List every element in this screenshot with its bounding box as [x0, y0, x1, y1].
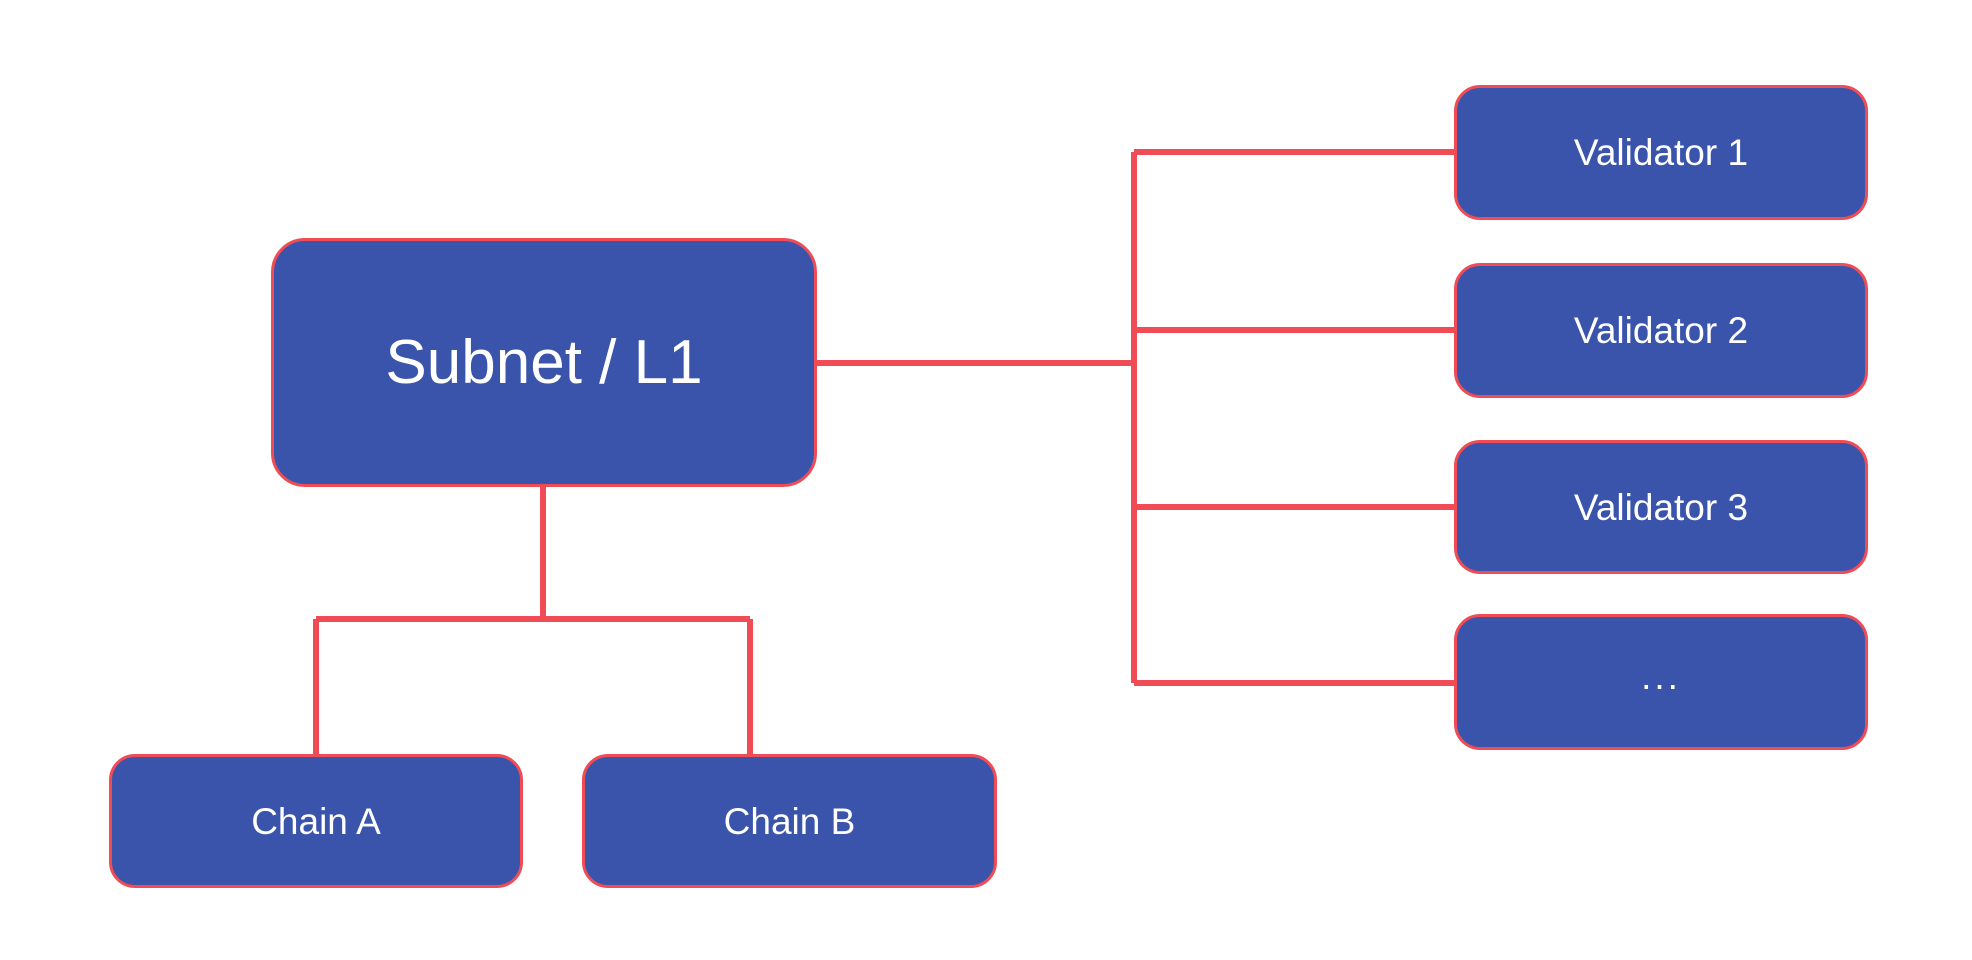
node-validator-1[interactable]: Validator 1 [1454, 85, 1868, 220]
node-validator-overflow[interactable]: ... [1454, 614, 1868, 750]
node-subnet-l1[interactable]: Subnet / L1 [271, 238, 817, 487]
node-validator-1-label: Validator 1 [1573, 132, 1749, 173]
node-chain-a-label: Chain A [251, 800, 381, 842]
node-chain-b[interactable]: Chain B [582, 754, 997, 888]
node-validator-3[interactable]: Validator 3 [1454, 440, 1868, 574]
node-validator-2[interactable]: Validator 2 [1454, 263, 1868, 398]
node-subnet-l1-label: Subnet / L1 [385, 327, 703, 397]
node-validator-2-label: Validator 2 [1573, 310, 1749, 351]
node-chain-b-label: Chain B [723, 800, 856, 842]
node-validator-3-label: Validator 3 [1573, 486, 1749, 528]
node-validator-overflow-label: ... [1641, 655, 1681, 697]
node-chain-a[interactable]: Chain A [109, 754, 523, 888]
